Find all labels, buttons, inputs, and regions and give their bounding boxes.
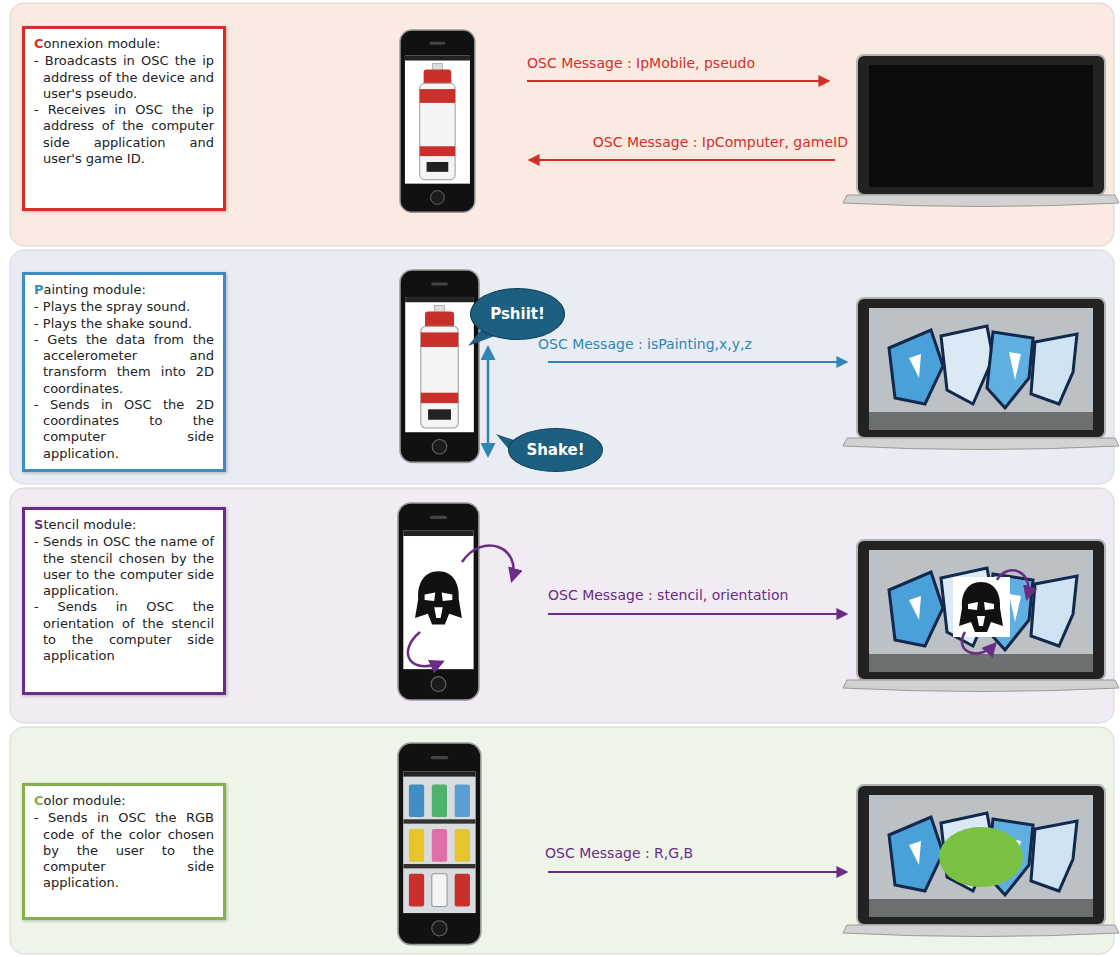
- rotation-arrow: [962, 632, 995, 653]
- module-bullet: - Sends in OSC the name of the stencil c…: [34, 534, 214, 599]
- module-box: Color module:- Sends in OSC the RGB code…: [22, 783, 226, 920]
- module-box: Painting module:- Plays the spray sound.…: [22, 272, 226, 472]
- osc-arrow: [548, 361, 846, 363]
- module-bullet: - Sends in OSC the RGB code of the color…: [34, 810, 214, 891]
- module-bullet: - Sends in OSC the 2D coordinates to the…: [34, 397, 214, 462]
- laptop-body: [843, 55, 1119, 207]
- module-heading: Connexion module:: [34, 36, 214, 52]
- speech-bubble: Pshiit!: [470, 288, 565, 340]
- phone-body: [398, 503, 479, 700]
- osc-arrow: [530, 159, 835, 161]
- module-box: Connexion module:- Broadcasts in OSC the…: [22, 26, 226, 211]
- osc-message-label: OSC Message : IpMobile, pseudo: [527, 55, 847, 72]
- phone-spray-can: [400, 270, 479, 462]
- color-spot: [939, 827, 1023, 887]
- module-box: Stencil module:- Sends in OSC the name o…: [22, 507, 226, 695]
- graffiti-screen: [869, 795, 1093, 917]
- stencil-helmet: [415, 571, 462, 624]
- laptop: [843, 785, 1119, 937]
- module-bullet: - Sends in OSC the orientation of the st…: [34, 599, 214, 664]
- bubble-text: Pshiit!: [490, 305, 545, 323]
- module-heading: Color module:: [34, 793, 214, 809]
- phone-color-shelf: [398, 743, 481, 945]
- color-can: [409, 874, 424, 907]
- phone-stencil: [398, 503, 479, 700]
- shelf-line: [403, 864, 475, 868]
- osc-arrow: [548, 613, 846, 615]
- color-can: [409, 829, 424, 862]
- shelf-ground: [403, 777, 475, 913]
- color-can: [432, 829, 447, 862]
- laptop: [843, 298, 1119, 450]
- color-can: [409, 784, 424, 817]
- module-heading: Stencil module:: [34, 517, 214, 533]
- osc-message-label: OSC Message : IpComputer, gameID: [528, 134, 848, 151]
- color-can: [455, 784, 470, 817]
- laptop: [843, 55, 1119, 207]
- rotation-arrow: [997, 570, 1028, 598]
- stencil-helmet: [959, 582, 1003, 632]
- module-bullet: - Gets the data from the accelerometer a…: [34, 332, 214, 397]
- speech-bubble: Shake!: [508, 428, 603, 472]
- laptop: [843, 540, 1119, 692]
- osc-arrow: [548, 871, 846, 873]
- module-heading: Painting module:: [34, 282, 214, 298]
- phone-body: [400, 30, 475, 212]
- color-can: [455, 874, 470, 907]
- stencil-square: [953, 577, 1010, 637]
- laptop-body: [843, 540, 1119, 692]
- osc-arrow: [527, 80, 828, 82]
- color-can: [432, 784, 447, 817]
- bubble-text: Shake!: [526, 441, 584, 459]
- rotation-arrow: [462, 546, 514, 580]
- shelf-line: [403, 819, 475, 823]
- laptop-body: [843, 298, 1119, 450]
- rotation-arrow: [408, 632, 442, 666]
- graffiti-screen: [869, 308, 1093, 430]
- phone-body: [400, 270, 479, 462]
- osc-message-label: OSC Message : isPainting,x,y,z: [538, 336, 838, 353]
- graffiti-screen: [869, 550, 1093, 672]
- color-can: [455, 829, 470, 862]
- laptop-body: [843, 785, 1119, 937]
- spray-can: [420, 63, 455, 179]
- module-bullet: - Receives in OSC the ip address of the …: [34, 102, 214, 167]
- osc-message-label: OSC Message : R,G,B: [545, 845, 845, 862]
- color-can: [432, 874, 447, 907]
- phone-body: [398, 743, 481, 945]
- module-bullet: - Broadcasts in OSC the ip address of th…: [34, 53, 214, 102]
- osc-message-label: OSC Message : stencil, orientation: [548, 587, 848, 604]
- shake-arrow: [487, 348, 490, 455]
- module-bullet: - Plays the spray sound.: [34, 299, 214, 315]
- module-bullet: - Plays the shake sound.: [34, 316, 214, 332]
- spray-can: [421, 305, 458, 428]
- phone-spray-can: [400, 30, 475, 212]
